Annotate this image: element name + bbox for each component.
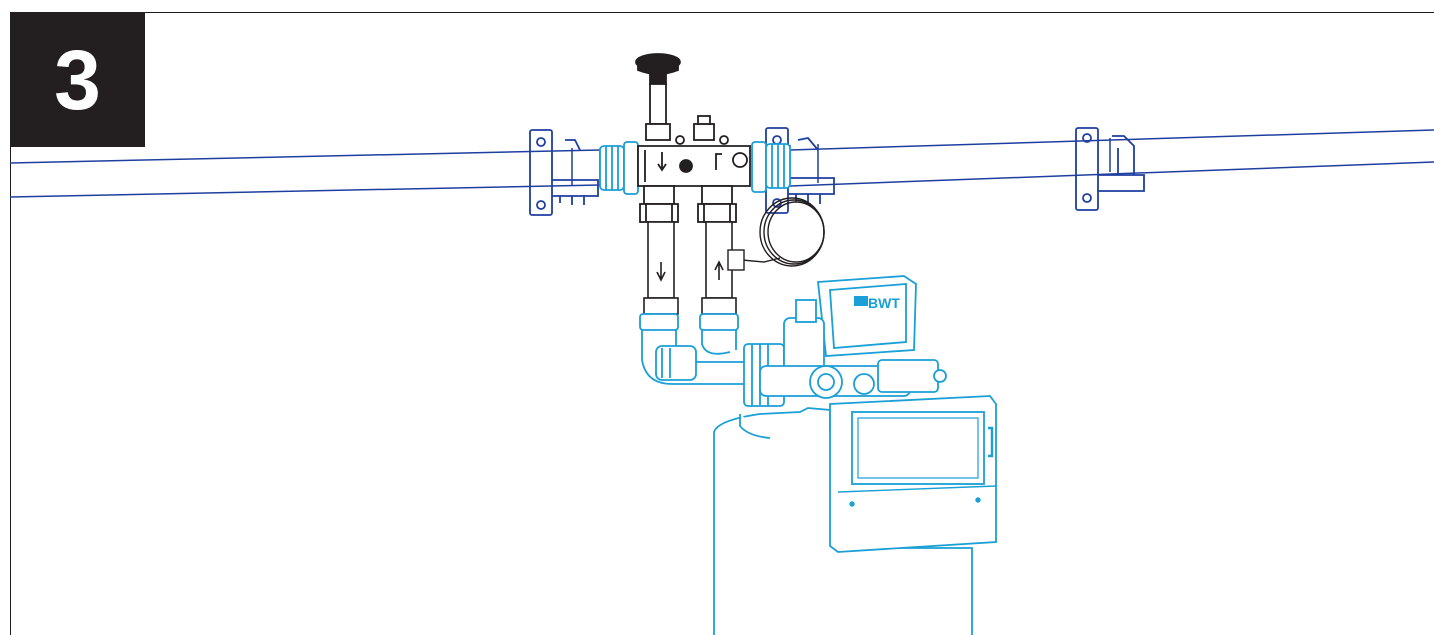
step-number: 3 — [54, 32, 101, 127]
instruction-frame — [10, 12, 1434, 635]
union-left — [599, 141, 639, 195]
bwt-logo: BWT — [854, 295, 900, 311]
connector-pipes — [643, 221, 737, 315]
union-right — [751, 141, 791, 193]
flex-hoses — [639, 313, 744, 385]
pipe-bracket-left — [529, 129, 599, 216]
sensor-cable — [727, 197, 825, 271]
bypass-valve — [635, 53, 751, 223]
svg-text:BWT: BWT — [868, 295, 900, 311]
brine-cabinet — [829, 395, 997, 553]
pipe-bracket-right — [1075, 127, 1145, 211]
softener-head — [743, 275, 947, 407]
step-badge: 3 — [10, 12, 145, 147]
